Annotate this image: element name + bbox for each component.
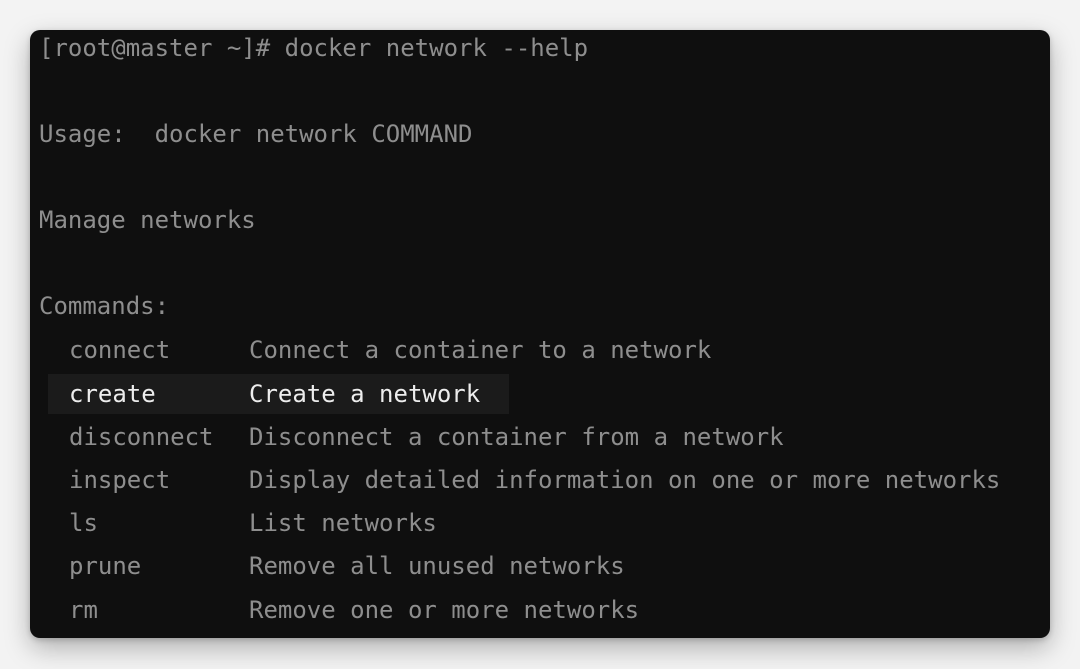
command-row-rm: rm Remove one or more networks xyxy=(30,592,1050,628)
description-line: Manage networks xyxy=(39,206,256,234)
command-name: connect xyxy=(69,336,171,364)
command-description: Disconnect a container from a network xyxy=(249,423,784,451)
command-name: disconnect xyxy=(69,423,214,451)
command-row-inspect: inspect Display detailed information on … xyxy=(30,462,1050,498)
command-description: List networks xyxy=(249,509,437,537)
prompt-line: [root@master ~]# docker network --help xyxy=(39,34,589,62)
command-row-connect: connect Connect a container to a network xyxy=(30,332,1050,368)
command-description: Display detailed information on one or m… xyxy=(249,466,1001,494)
command-description: Create a network xyxy=(249,380,481,408)
command-row-ls: ls List networks xyxy=(30,505,1050,541)
command-name: rm xyxy=(69,596,98,624)
command-description: Connect a container to a network xyxy=(249,336,712,364)
command-name: create xyxy=(69,380,156,408)
command-row-prune: prune Remove all unused networks xyxy=(30,548,1050,584)
commands-header: Commands: xyxy=(39,292,170,320)
command-name: prune xyxy=(69,552,142,580)
selection-highlight xyxy=(48,374,509,414)
command-row-disconnect: disconnect Disconnect a container from a… xyxy=(30,419,1050,455)
command-name: ls xyxy=(69,509,98,537)
terminal-window[interactable]: [root@master ~]# docker network --help U… xyxy=(30,30,1050,638)
command-description: Remove all unused networks xyxy=(249,552,625,580)
command-description: Remove one or more networks xyxy=(249,596,640,624)
usage-line: Usage: docker network COMMAND xyxy=(39,120,473,148)
command-row-create[interactable]: create Create a network xyxy=(30,374,1050,414)
command-name: inspect xyxy=(69,466,171,494)
